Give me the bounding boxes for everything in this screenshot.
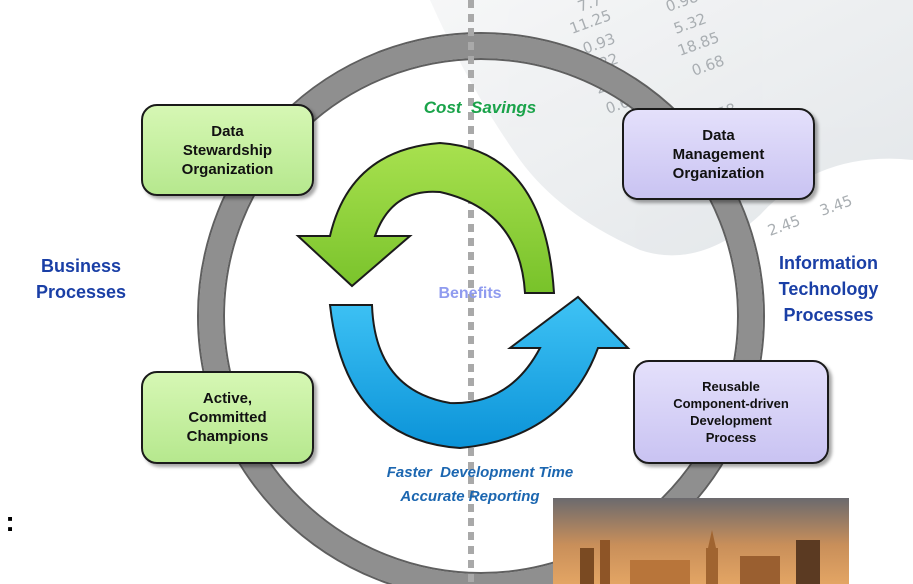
city-skyline-image — [553, 498, 849, 584]
benefits-label: Benefits — [438, 285, 502, 302]
active-champions-label: Active, Committed Champions — [186, 390, 269, 445]
cost-savings-label: Cost Savings — [423, 98, 537, 117]
reusable-component-box: Reusable Component-driven Development Pr… — [633, 360, 829, 464]
blue-cycle-arrow — [328, 295, 631, 450]
data-stewardship-label: Data Stewardship Organization — [181, 122, 274, 178]
background-number: 2.45 — [765, 211, 803, 239]
business-processes-label: Business Processes — [35, 256, 127, 302]
background-number: 3.45 — [817, 191, 855, 219]
green-cycle-arrow — [295, 141, 556, 294]
data-management-box: Data Management Organization — [622, 108, 815, 200]
accurate-reporting-label: Accurate Reporting — [400, 488, 540, 505]
active-champions-box: Active, Committed Champions — [141, 371, 314, 464]
data-stewardship-box: Data Stewardship Organization — [141, 104, 314, 196]
faster-development-label: Faster Development Time — [386, 464, 574, 481]
data-management-label: Data Management Organization — [672, 126, 765, 182]
process-ring — [199, 34, 763, 584]
reusable-component-label: Reusable Component-driven Development Pr… — [673, 379, 789, 445]
colon-mark: : — [5, 506, 15, 537]
it-processes-label: Information Technology Processes — [778, 253, 879, 325]
